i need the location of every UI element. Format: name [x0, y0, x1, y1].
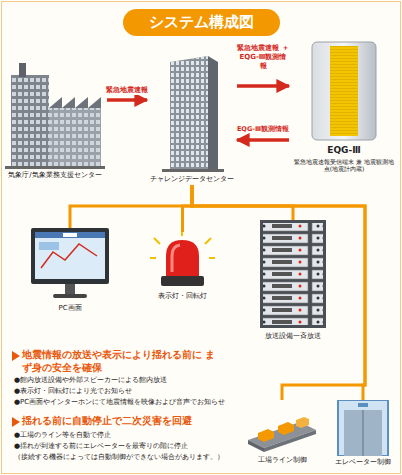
illustrated-node: エレベーター制御	[330, 400, 396, 468]
illustrated-node: チャレンジデータセンター	[148, 54, 236, 185]
node-illustration	[244, 400, 320, 454]
edge-label: 緊急地震速報	[104, 86, 150, 95]
node-label: エレベーター制御	[330, 458, 396, 466]
data-arrow	[107, 98, 147, 102]
data-arrow	[237, 138, 289, 142]
edge-label: 緊急地震速報 ＋ EQG-Ⅲ観測情報	[237, 44, 289, 70]
node-label: PC画面	[25, 304, 115, 312]
bullet-note: ●館内放送設備や外部スピーカーによる館内放送	[14, 376, 254, 385]
bullet-note: ●揺れが到達する前にエレベーターを最寄りの階に停止	[14, 442, 244, 451]
wiring-line	[192, 185, 293, 220]
node-label: 放送設備一斉放送	[250, 332, 336, 340]
bullet-note: （接続する機器によっては自動制御ができない場合があります。）	[14, 453, 246, 461]
data-arrow	[237, 84, 289, 88]
edge-label: EQG-Ⅲ観測情報	[235, 125, 291, 133]
illustrated-node: 気象庁/気象業務支援センター	[4, 63, 106, 181]
node-label: EQG-Ⅲ	[290, 145, 398, 156]
bullet-note: ●表示灯・回転灯により光でお知らせ	[14, 387, 254, 396]
illustrated-node: 工場ライン制御	[244, 400, 320, 466]
node-illustration	[5, 63, 105, 169]
diagram-title: システム構成図	[123, 9, 280, 36]
section-heading: 揺れる前に自動停止で二次災害を回避	[22, 415, 242, 428]
node-label: 表示灯・回転灯	[150, 292, 215, 300]
node-illustration	[150, 54, 234, 172]
section-heading: 地震情報の放送や表示により揺れる前に まず身の安全を確保	[22, 349, 222, 374]
node-illustration	[250, 220, 336, 330]
node-label: チャレンジデータセンター	[148, 175, 236, 183]
node-illustration	[308, 40, 380, 142]
illustrated-node: 放送設備一斉放送	[250, 220, 336, 342]
node-label: 気象庁/気象業務支援センター	[4, 171, 106, 179]
wiring-line	[70, 185, 192, 228]
node-label: 工場ライン制御	[244, 456, 320, 464]
illustrated-node: PC画面	[25, 228, 115, 314]
illustrated-node: 表示灯・回転灯	[150, 232, 215, 302]
bullet-note: ●PC画面やインターホンにて地震情報を映像および音声でお知らせ	[14, 398, 254, 407]
node-illustration	[330, 400, 396, 456]
node-illustration	[150, 232, 215, 288]
bullet-note: ●工場のライン等を自動で停止	[14, 431, 244, 440]
node-description: 緊急地震速報受信端末 兼 地震観測地点(地震計内蔵)	[294, 158, 394, 172]
wiring-line	[192, 185, 365, 400]
wiring-line	[192, 185, 365, 400]
node-illustration	[25, 228, 115, 300]
illustrated-node: EQG-Ⅲ 緊急地震速報受信端末 兼 地震観測地点(地震計内蔵)	[290, 40, 398, 174]
